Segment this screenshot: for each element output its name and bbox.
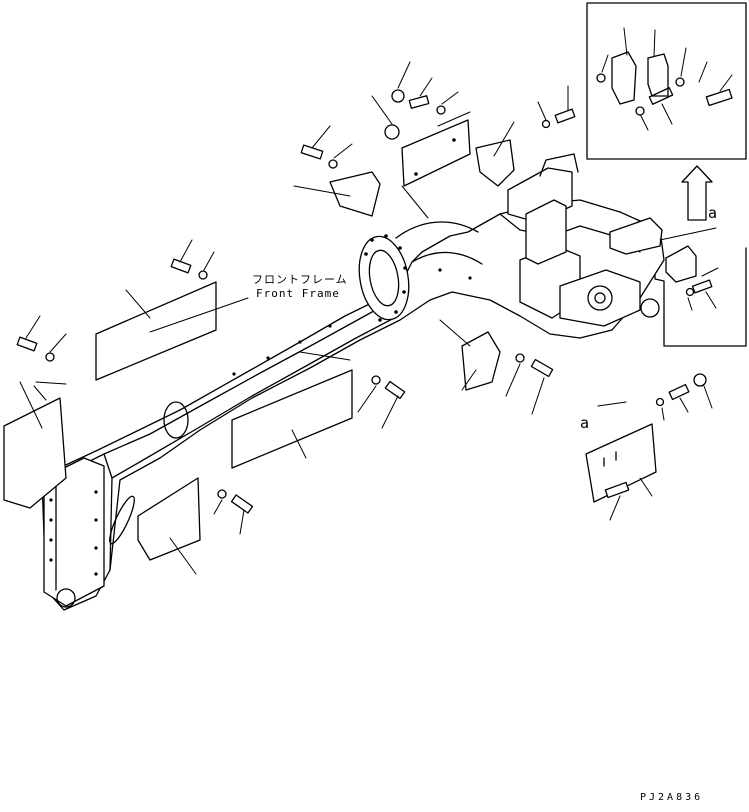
inset-washer [596,73,606,83]
leader-line [705,291,717,309]
bolt [16,336,38,352]
frame-label-jp: フロントフレーム [252,273,348,286]
frame-edge [111,315,399,479]
leader-lines [19,61,717,575]
bolt [230,494,254,514]
ref-label-a-top: a [708,204,718,222]
washer [198,270,208,280]
rear-tower-column [525,199,567,265]
tow-pin [56,588,76,608]
washer [217,489,227,499]
washer [515,353,525,363]
pivot-boss [640,298,660,318]
nut [693,373,707,387]
detail-washer [685,287,695,297]
rear-bracket [609,217,663,255]
inset-bolt [705,88,733,107]
leader-line [601,54,609,73]
ref-label-a-bottom: a [580,414,590,432]
frame-edge [539,153,579,177]
inset-bolt [648,87,674,105]
cover-plate-right [585,423,657,503]
inset-bracket-right [647,53,669,97]
bolt [668,383,690,401]
frame-edge [59,295,403,477]
leader-line [680,47,687,77]
cover-plate-curved [461,331,501,391]
leader-line [640,115,649,131]
washer [655,397,665,407]
front-frame [41,153,665,611]
leader-line [623,27,628,56]
pivot-boss [587,285,613,311]
bolt [604,481,630,499]
inset-washer [675,77,685,87]
cover-plate-tri [475,139,515,187]
nut [384,124,400,140]
leader-line [701,267,719,277]
gooseneck-flange-inner [368,249,400,307]
leader-line [719,74,733,92]
drawing-id: PJ2A836 [640,792,704,803]
washer [541,119,551,129]
frame-label-en: Front Frame [256,287,340,300]
cover-plate-small [329,171,381,217]
bolt [170,258,192,274]
inset-bracket-left [611,51,637,105]
gooseneck-arch [395,221,479,239]
leader-line [653,29,656,57]
bolt [530,358,554,378]
cover-plate-lower [137,477,201,561]
washer [436,105,446,115]
leader-line [698,61,708,83]
gooseneck-arch [411,251,483,265]
washer [45,352,55,362]
rear-mount-plate [559,269,641,327]
detail-bracket [665,245,697,283]
detail-bolt [691,279,713,294]
leader-line [687,297,693,311]
detail-box-a [654,245,747,347]
frame-slot [163,401,189,439]
bolt [408,95,430,109]
detail-arrow-up [681,165,713,221]
leader-line [661,103,673,125]
front-end-block [43,457,105,607]
bolt [384,380,406,400]
frame-slot [109,495,135,545]
nut [391,89,405,103]
detail-inset-frame [586,2,747,160]
pivot-hole [594,292,606,304]
bolt [554,108,576,124]
inset-washer [635,106,645,116]
fasteners [16,89,707,514]
cover-plate-left [3,397,67,509]
cover-plate-top [95,281,217,381]
arrow-up-icon [681,165,713,221]
frame-edge [103,453,113,571]
cover-plate-mid [231,369,353,469]
washer [371,375,381,385]
washer [328,159,338,169]
bolt [300,144,324,160]
frame-outline [41,199,665,611]
detail-inset [586,2,747,160]
cover-plate-flat [401,119,471,187]
cover-plates [3,119,657,561]
